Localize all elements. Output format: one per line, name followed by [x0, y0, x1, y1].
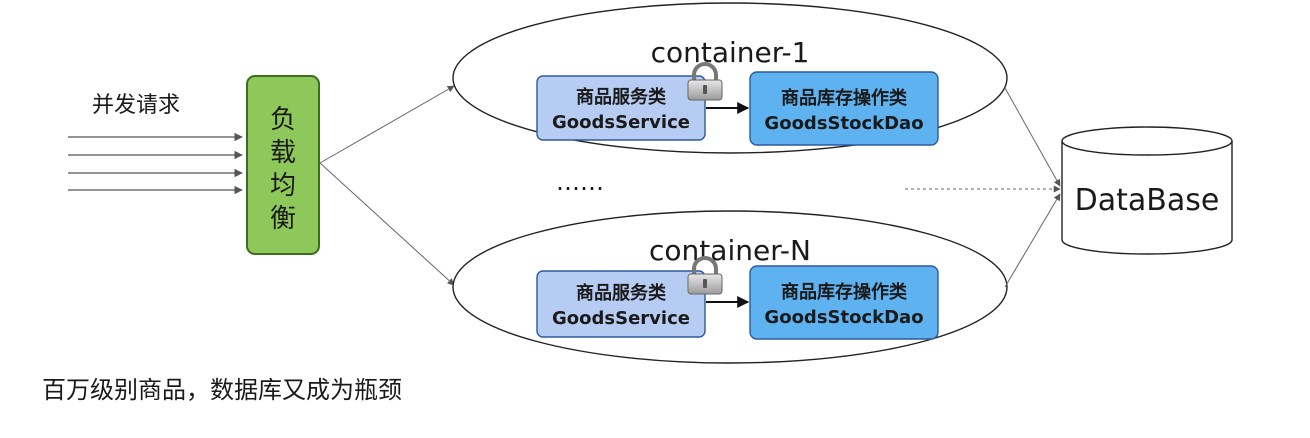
- more-containers-ellipsis: ……: [556, 168, 604, 196]
- service-name-en: GoodsService: [552, 308, 690, 329]
- container-1: container-1 商品服务类 GoodsService 商品库存操作类 G…: [452, 2, 1008, 154]
- dao-box: [749, 265, 939, 340]
- database-label: DataBase: [1075, 183, 1220, 218]
- dao-name-en: GoodsStockDao: [764, 113, 923, 134]
- load-balancer-char: 负: [270, 105, 296, 135]
- load-balancer-char: 均: [270, 171, 296, 201]
- service-name-en: GoodsService: [552, 112, 690, 133]
- service-name-cn: 商品服务类: [576, 282, 667, 304]
- service-name-cn: 商品服务类: [576, 86, 667, 108]
- load-balancer-box: [246, 75, 320, 255]
- container-name: container-1: [651, 36, 810, 69]
- load-balancer: 负 载 均 衡: [246, 75, 320, 255]
- request-arrows: [68, 132, 243, 195]
- route-arrow-container-n: [319, 162, 455, 286]
- service-box: [536, 75, 706, 141]
- load-balancer-char: 衡: [270, 204, 296, 234]
- route-arrow-container-1: [319, 85, 455, 164]
- container-n: container-N 商品服务类 GoodsService 商品库存操作类 G…: [452, 210, 1008, 364]
- requests-label: 并发请求: [92, 93, 180, 118]
- database-top: [1061, 126, 1233, 156]
- database-cylinder: DataBase: [1061, 126, 1233, 255]
- container-name: container-N: [649, 234, 811, 267]
- service-box: [536, 270, 706, 338]
- dao-name-cn: 商品库存操作类: [781, 281, 908, 303]
- dao-name-en: GoodsStockDao: [764, 307, 923, 328]
- lock-icon: [687, 62, 723, 101]
- lock-icon: [687, 256, 723, 295]
- dao-box: [749, 71, 939, 146]
- load-balancer-char: 载: [270, 138, 296, 168]
- database-body: [1061, 141, 1233, 255]
- db-arrow-container-n: [1004, 193, 1061, 288]
- caption-text: 百万级别商品，数据库又成为瓶颈: [42, 376, 402, 404]
- db-arrow-container-1: [1004, 87, 1061, 187]
- dao-name-cn: 商品库存操作类: [781, 87, 908, 109]
